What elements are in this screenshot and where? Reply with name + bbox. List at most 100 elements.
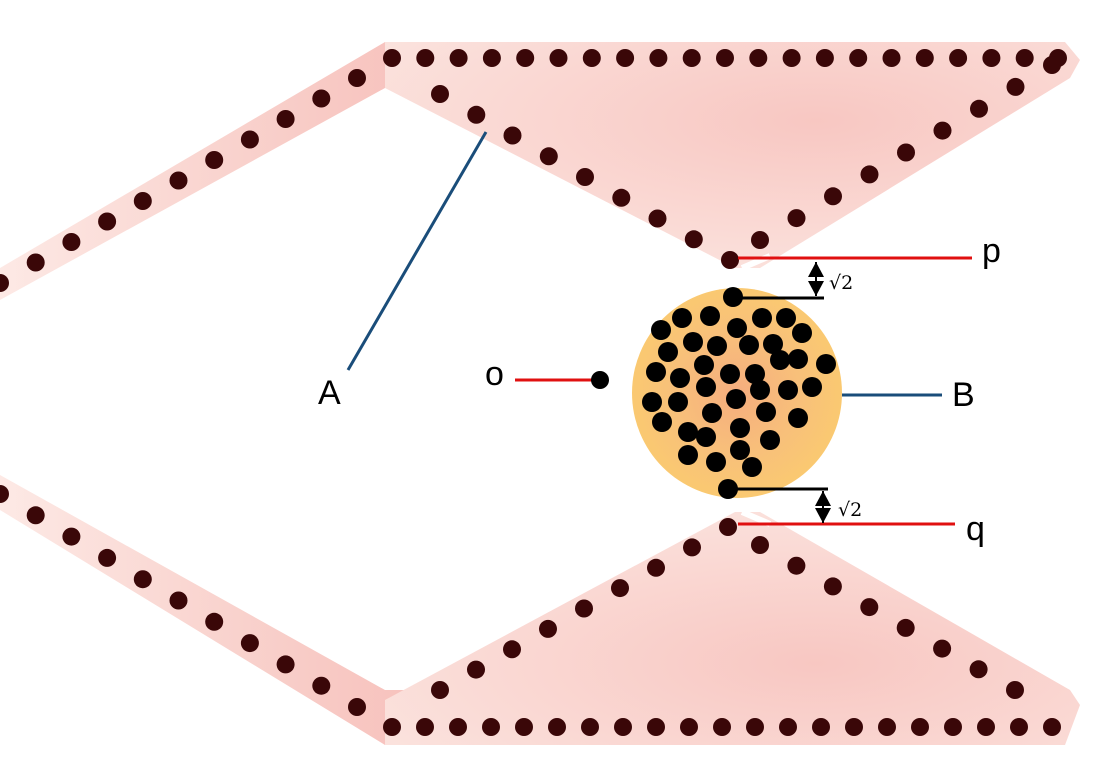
boundary-dot — [0, 274, 9, 292]
cluster-dot — [700, 306, 720, 326]
boundary-dot — [649, 49, 668, 67]
cluster-dot — [742, 457, 762, 477]
boundary-dot — [845, 718, 863, 736]
boundary-dot — [539, 147, 558, 166]
boundary-dot — [648, 209, 667, 228]
cluster-dot — [763, 334, 783, 354]
cluster-dot — [720, 364, 740, 384]
boundary-dots — [0, 49, 1067, 736]
label-a: A — [318, 374, 341, 412]
cluster-dot — [706, 452, 726, 472]
boundary-dot — [240, 634, 259, 653]
cluster-dot — [792, 323, 812, 343]
cluster-dot — [658, 342, 678, 362]
boundary-dot — [749, 49, 768, 67]
boundary-dot — [713, 718, 731, 736]
boundary-dot — [383, 718, 401, 736]
cluster-dot — [702, 403, 722, 423]
boundary-dot — [133, 570, 152, 589]
boundary-dot — [684, 230, 703, 249]
point-o — [591, 371, 609, 389]
boundary-dot — [416, 49, 435, 67]
cluster-dot — [694, 355, 714, 375]
boundary-dot — [915, 49, 934, 67]
boundary-dot — [0, 485, 9, 503]
boundary-dot — [933, 121, 952, 140]
boundary-dot — [240, 130, 259, 149]
boundary-dot — [614, 718, 632, 736]
boundary-dot — [482, 49, 501, 67]
cluster-dot — [778, 380, 798, 400]
boundary-dot — [581, 718, 599, 736]
cluster-dot — [727, 318, 747, 338]
gap-bottom-arrow — [815, 491, 831, 523]
cluster-dot — [730, 440, 750, 460]
cluster-dot — [696, 377, 716, 397]
boundary-dot — [878, 718, 896, 736]
upper-left-band — [0, 42, 410, 300]
cluster-dot — [750, 380, 770, 400]
boundary-dot — [779, 718, 797, 736]
cluster-dot — [756, 402, 776, 422]
boundary-dot — [133, 192, 152, 210]
boundary-dot — [416, 718, 434, 736]
cluster-dot — [696, 427, 716, 447]
boundary-dot — [751, 536, 769, 554]
boundary-dot — [449, 718, 467, 736]
boundary-dot — [62, 527, 81, 546]
boundary-dot — [98, 548, 117, 567]
boundary-dot — [549, 49, 568, 67]
boundary-dot — [98, 212, 117, 231]
boundary-dot — [815, 49, 834, 67]
lower-wedge — [385, 512, 1080, 745]
gap-bottom-label: √2 — [838, 499, 862, 521]
cluster-dot — [651, 320, 671, 340]
boundary-dot — [616, 49, 635, 67]
boundary-dot — [612, 188, 631, 207]
boundary-dot — [969, 660, 988, 679]
boundary-dot — [169, 591, 188, 610]
cluster-dot — [752, 308, 772, 328]
boundary-dot — [860, 165, 879, 184]
boundary-dot — [467, 105, 486, 124]
boundary-dot — [548, 718, 566, 736]
cluster-dot — [788, 408, 808, 428]
boundary-dot — [824, 187, 842, 206]
boundary-dot — [503, 640, 521, 659]
boundary-dot — [849, 49, 868, 67]
gap-top-label: √2 — [829, 272, 853, 294]
boundary-dot — [682, 49, 701, 67]
boundary-dot — [169, 171, 188, 190]
boundary-dot — [977, 718, 995, 736]
cluster-dot — [760, 430, 780, 450]
boundary-dot — [911, 718, 929, 736]
cluster-dot — [652, 412, 672, 432]
cluster-dot — [683, 332, 703, 352]
cluster-dot — [707, 336, 727, 356]
cluster-dot — [770, 350, 790, 370]
boundary-dot — [431, 85, 449, 103]
boundary-dot — [26, 506, 45, 525]
boundary-dot — [576, 168, 594, 186]
boundary-dot — [680, 718, 698, 736]
boundary-dot — [503, 126, 522, 145]
boundary-dot — [1010, 718, 1028, 736]
boundary-dot — [746, 718, 764, 736]
cluster-dot — [668, 392, 688, 412]
gap-top-arrow — [808, 262, 824, 296]
cluster-dot — [672, 308, 692, 328]
lower-left-band — [0, 475, 410, 745]
boundary-dot — [449, 49, 468, 67]
boundary-dot — [582, 49, 601, 67]
cluster-dot — [678, 422, 698, 442]
boundary-dot — [751, 231, 769, 249]
boundary-dot — [348, 698, 366, 716]
boundary-dot — [970, 99, 988, 118]
cluster-dot — [678, 445, 698, 465]
boundary-dot — [721, 251, 739, 269]
boundary-dot — [716, 49, 734, 67]
boundary-dot — [205, 151, 224, 169]
cluster-dot — [802, 377, 822, 397]
boundary-dot — [539, 619, 557, 638]
